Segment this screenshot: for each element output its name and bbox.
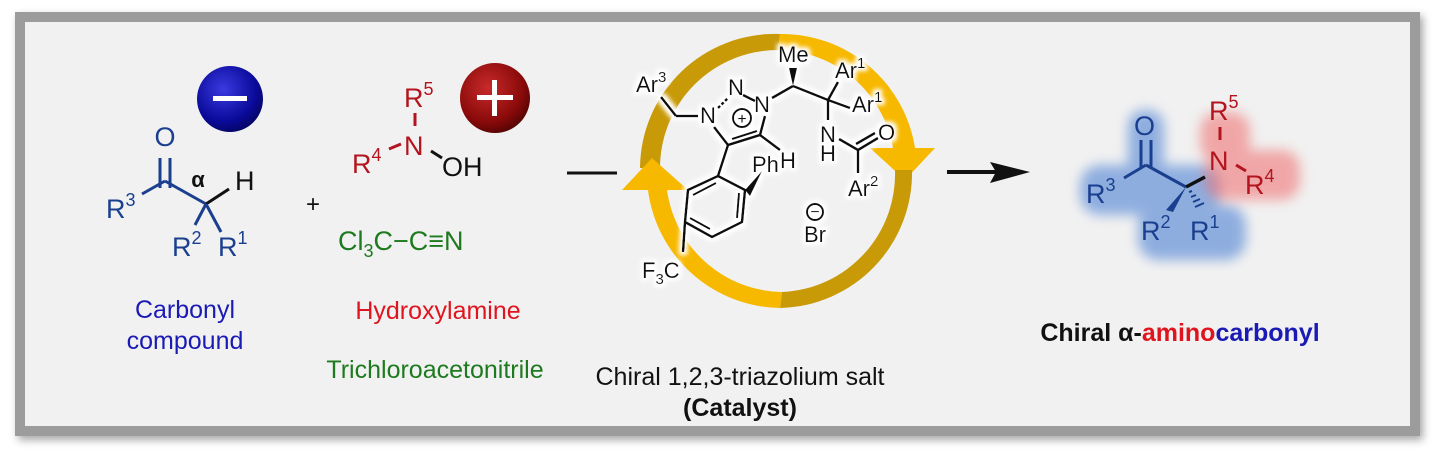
svg-text:Ar3: Ar3 bbox=[636, 69, 666, 97]
nitrogen-atom: N bbox=[404, 131, 424, 161]
svg-text:O: O bbox=[1134, 111, 1155, 141]
nucleophile-badge bbox=[197, 66, 263, 132]
svg-text:Ar2: Ar2 bbox=[848, 173, 878, 201]
svg-text:R3: R3 bbox=[1086, 175, 1116, 209]
catalytic-cycle-arrows bbox=[622, 33, 935, 308]
svg-text:R2: R2 bbox=[172, 228, 202, 262]
svg-text:N: N bbox=[728, 75, 744, 100]
svg-text:Ph: Ph bbox=[752, 152, 779, 177]
svg-text:R2: R2 bbox=[1141, 212, 1171, 246]
svg-text:H: H bbox=[780, 148, 796, 173]
product-structure: O R3 R2 R1 R5 N R4 bbox=[1080, 92, 1300, 260]
catalyst-structure: Ar3 N N N + H Me Ar1 Ar1 N H O Ar2 bbox=[636, 42, 895, 288]
svg-text:R5: R5 bbox=[1209, 92, 1239, 126]
plus-sign: + bbox=[306, 191, 320, 218]
svg-text:Ar1: Ar1 bbox=[835, 55, 865, 83]
hydroxylamine-structure: R5 N R4 OH bbox=[352, 63, 530, 182]
minus-icon bbox=[213, 96, 247, 101]
carbonyl-highlight bbox=[1080, 110, 1246, 260]
svg-text:Ar1: Ar1 bbox=[852, 89, 882, 117]
oxygen-atom: O bbox=[154, 122, 175, 152]
svg-text:R4: R4 bbox=[352, 145, 382, 179]
reaction-arrow bbox=[947, 162, 1030, 183]
alpha-label: α bbox=[191, 167, 205, 192]
amino-highlight bbox=[1200, 112, 1300, 200]
svg-text:H: H bbox=[820, 141, 836, 166]
trichloroacetonitrile-label: Trichloroacetonitrile bbox=[326, 356, 544, 384]
svg-text:O: O bbox=[878, 120, 895, 145]
svg-text:R4: R4 bbox=[1245, 166, 1275, 200]
svg-text:R1: R1 bbox=[218, 228, 248, 262]
product-label: Chiral α-aminocarbonyl bbox=[1040, 319, 1320, 347]
svg-text:N: N bbox=[754, 92, 770, 117]
svg-text:Me: Me bbox=[778, 42, 809, 67]
svg-text:R1: R1 bbox=[1190, 212, 1220, 246]
hydroxylamine-label: Hydroxylamine bbox=[355, 297, 521, 325]
svg-text:R3: R3 bbox=[106, 190, 136, 224]
catalyst-label: Chiral 1,2,3-triazolium salt (Catalyst) bbox=[595, 363, 885, 422]
carbonyl-compound-label: Carbonyl compound bbox=[126, 296, 244, 355]
hydrogen-atom: H bbox=[235, 166, 255, 196]
negative-charge: − bbox=[810, 204, 819, 221]
carbonyl-compound-structure: O α H R3 R2 R1 bbox=[106, 66, 263, 262]
svg-text:Cl3C−C≡N: Cl3C−C≡N bbox=[338, 226, 464, 261]
svg-text:N: N bbox=[820, 122, 836, 147]
positive-charge: + bbox=[737, 111, 746, 128]
svg-text:R5: R5 bbox=[404, 79, 434, 113]
svg-text:F3C: F3C bbox=[642, 258, 680, 288]
trichloroacetonitrile-structure: Cl3C−C≡N bbox=[338, 226, 464, 261]
svg-text:N: N bbox=[700, 103, 716, 128]
svg-text:N: N bbox=[1209, 146, 1229, 176]
electrophile-badge bbox=[460, 63, 530, 133]
bromide-counterion: Br bbox=[804, 222, 826, 247]
hydroxyl-group: OH bbox=[442, 152, 483, 182]
